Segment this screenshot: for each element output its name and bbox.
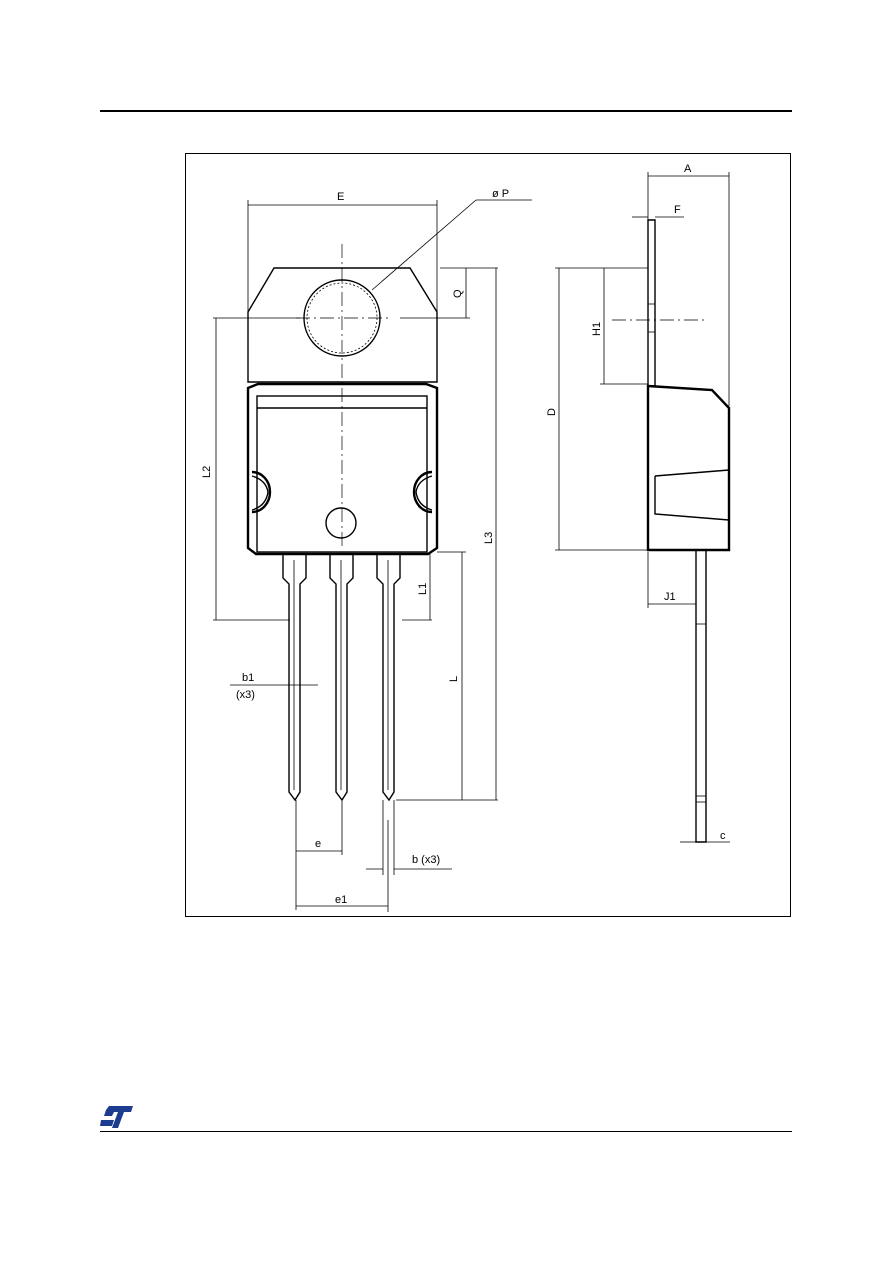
dim-b-label: b (x3) [412, 854, 440, 866]
dim-L2-label: L2 [201, 466, 213, 478]
dim-J1-label: J1 [664, 591, 676, 603]
dim-P-label: ø P [492, 188, 509, 200]
dim-e-label: e [315, 838, 321, 850]
side-view [612, 219, 731, 843]
dim-A-label: A [684, 163, 692, 175]
dim-e1-label: e1 [335, 894, 347, 906]
dim-E-label: E [337, 191, 344, 203]
dim-L1-label: L1 [417, 583, 429, 595]
st-logo-icon [100, 1106, 133, 1128]
dim-L3-label: L3 [483, 532, 495, 544]
dim-Q-label: Q [452, 289, 464, 298]
leads [282, 554, 401, 802]
front-view [246, 244, 439, 802]
dim-b1-count-label: (x3) [236, 689, 255, 701]
dim-b1-label: b1 [242, 672, 254, 684]
footer-rule [100, 1131, 792, 1132]
dim-c-label: c [720, 830, 726, 842]
front-dimensions [213, 199, 532, 912]
dim-D-label: D [546, 408, 558, 416]
drawing-frame [185, 153, 791, 917]
dim-F-label: F [674, 204, 681, 216]
dim-L-label: L [448, 676, 460, 682]
header-rule [100, 110, 792, 112]
side-dimensions [555, 172, 730, 843]
dim-H1-label: H1 [591, 322, 603, 336]
